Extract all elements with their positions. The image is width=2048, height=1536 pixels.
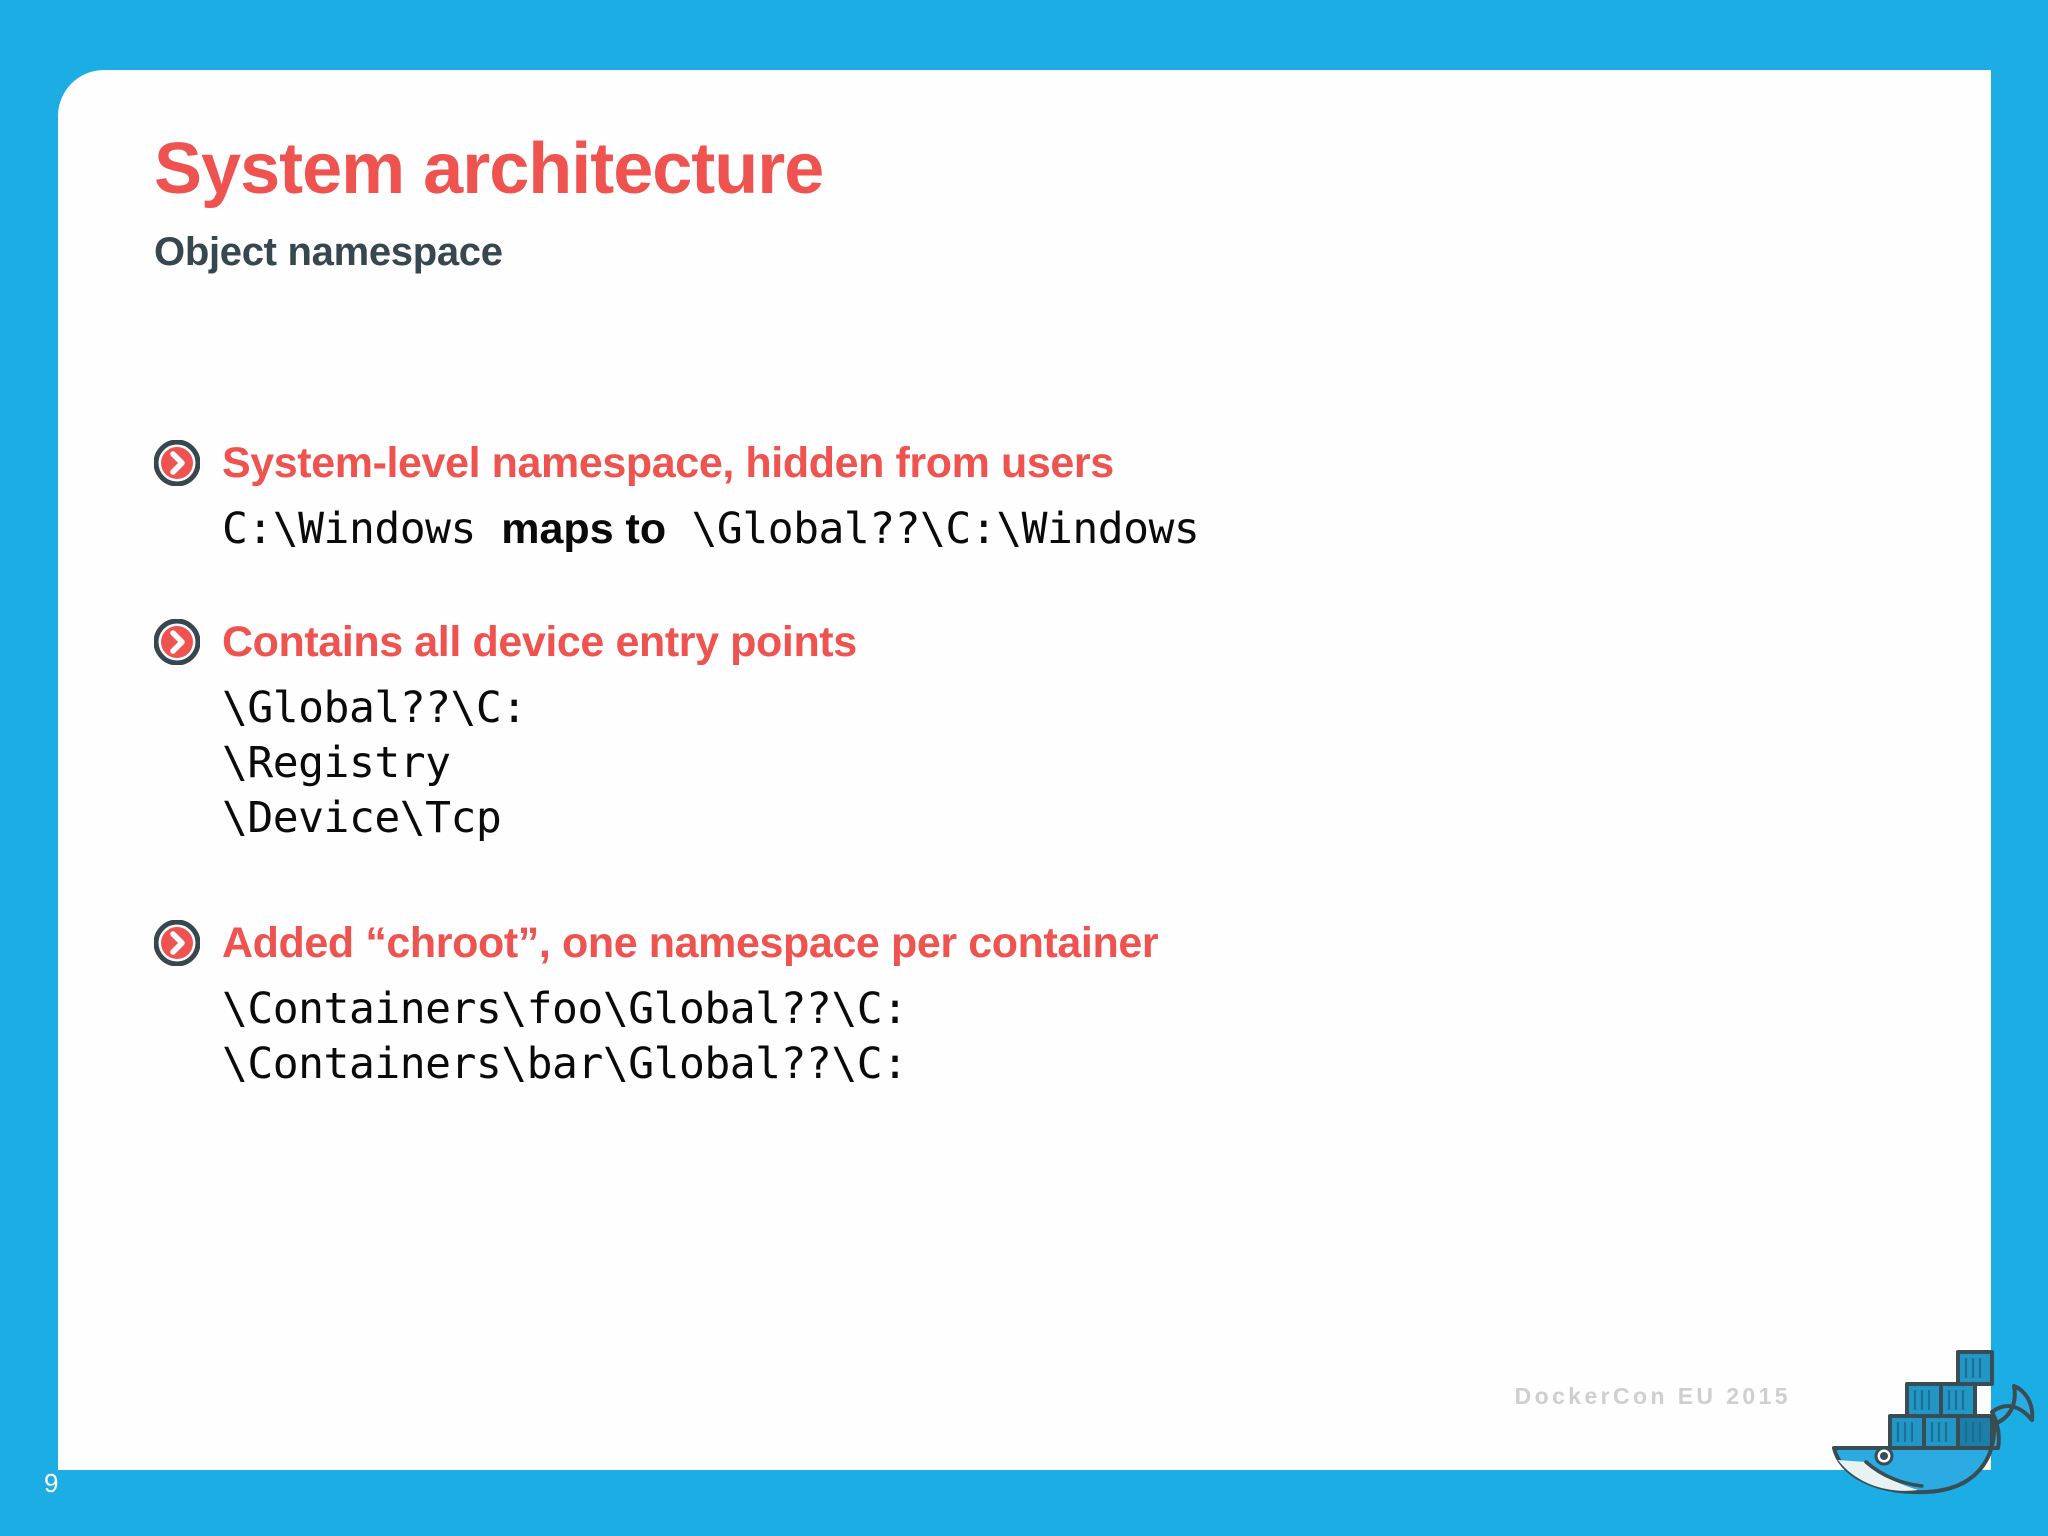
bullet-group: System-level namespace, hidden from user… [154,440,1854,557]
code-text-pre: C:\Windows [222,504,502,554]
bullet-list: System-level namespace, hidden from user… [154,440,1854,1092]
bullet-heading-row: Added “chroot”, one namespace per contai… [154,918,1854,967]
code-line: \Global??\C: [222,683,527,734]
docker-whale-logo [1832,1350,2035,1495]
bullet-group: Contains all device entry points \Global… [154,619,1854,846]
chevron-right-circle-icon [154,440,200,486]
slide-card: System architecture Object namespace Sys… [58,70,1991,1470]
slide-number: 9 [44,1468,59,1498]
chevron-right-circle-icon [154,920,200,967]
code-text-emphasis: maps to [501,505,667,553]
bullet-heading-row: Contains all device entry points [154,617,1854,666]
footer-brand: DockerCon EU 2015 [1514,1383,1791,1409]
bullet-lines: C:\Windows maps to \Global??\C:\Windows [222,502,1854,557]
page-subtitle: Object namespace [154,229,503,274]
code-line: \Registry [222,738,451,789]
bullet-heading: Contains all device entry points [222,617,857,666]
title-block: System architecture Object namespace [154,129,824,275]
bullet-lines: \Containers\foo\Global??\C: \Containers\… [222,982,1854,1092]
code-text-post: \Global??\C:\Windows [666,504,1200,554]
page-title: System architecture [154,129,824,209]
bullet-heading: Added “chroot”, one namespace per contai… [222,918,1159,967]
code-line: \Containers\bar\Global??\C: [222,1039,908,1090]
code-line: \Containers\foo\Global??\C: [222,984,908,1035]
chevron-right-circle-icon [154,619,200,666]
code-line: \Device\Tcp [222,793,502,844]
bullet-heading-row: System-level namespace, hidden from user… [154,440,1854,486]
bullet-lines: \Global??\C: \Registry \Device\Tcp [222,681,1854,846]
bullet-heading: System-level namespace, hidden from user… [222,438,1114,487]
code-line: C:\Windows maps to \Global??\C:\Windows [222,502,1854,557]
bullet-group: Added “chroot”, one namespace per contai… [154,920,1854,1092]
